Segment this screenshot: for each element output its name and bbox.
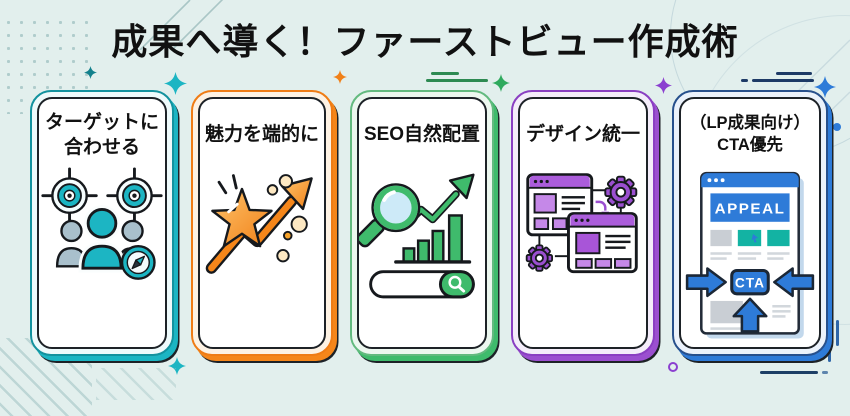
- appeal-banner: [710, 193, 790, 222]
- card-body: 魅力を端的に: [198, 97, 326, 349]
- text-placeholder-lines: [710, 252, 790, 260]
- accent-line-decoration: [822, 371, 828, 374]
- sparkle-icon: [168, 357, 186, 375]
- card-design-unity: デザイン統一: [511, 90, 655, 356]
- card-heading: ターゲットに 合わせる: [45, 107, 159, 163]
- card-heading: デザイン統一: [526, 107, 640, 163]
- card-cta-priority: （LP成果向け） CTA優先 APPEAL: [672, 90, 828, 356]
- card-heading-line: デザイン統一: [525, 124, 640, 146]
- bar-chart: [394, 214, 472, 264]
- gear-icon: [525, 244, 554, 272]
- arrow-right-icon: [685, 267, 727, 298]
- search-icon: [448, 275, 462, 289]
- page-title: 成果へ導く！ファーストビュー作成術: [111, 21, 739, 62]
- card-target-fit: ターゲットに 合わせる: [30, 90, 174, 356]
- search-bar: [369, 270, 475, 299]
- sync-arrow: [595, 200, 607, 211]
- design-windows-gears-icon: [525, 173, 638, 274]
- browser-window-mockup: APPEAL: [700, 171, 800, 335]
- search-button: [438, 270, 475, 299]
- accent-line-decoration: [828, 326, 831, 362]
- compass-icon: [120, 245, 156, 280]
- star-icon: [211, 187, 273, 248]
- card-body: デザイン統一: [518, 97, 648, 349]
- card-heading-line: 魅力を端的に: [204, 124, 319, 146]
- seo-search-chart-icon: [359, 173, 475, 299]
- arrow-up-icon: [732, 297, 768, 333]
- circle-dot-decoration: [833, 123, 841, 131]
- sparkle-icon: [333, 70, 347, 84]
- magnifier-icon: [359, 183, 421, 248]
- accent-line-decoration: [760, 371, 818, 374]
- accent-line-decoration: [836, 320, 839, 346]
- cta-priority-layout-icon: APPEAL: [685, 171, 815, 339]
- card-heading: （LP成果向け） CTA優先: [690, 107, 810, 163]
- accent-line-decoration: [431, 72, 459, 75]
- sparkle-icon: [814, 76, 836, 98]
- card-heading: SEO自然配置: [364, 107, 480, 163]
- sparkle-icon: [84, 66, 97, 79]
- star-growth-arrow-icon: [205, 174, 313, 274]
- card-heading-line: CTA優先: [717, 136, 783, 154]
- card-heading-line: （LP成果向け）: [689, 114, 811, 133]
- cursor-icon: [751, 233, 759, 243]
- card-heading-line: 合わせる: [63, 137, 140, 158]
- card-body: SEO自然配置: [357, 97, 487, 349]
- accent-line-decoration: [776, 72, 812, 75]
- accent-line-decoration: [752, 79, 814, 82]
- emphasis-lines: [217, 174, 238, 195]
- cta-button: [730, 268, 770, 296]
- accent-line-decoration: [426, 79, 488, 82]
- card-body: （LP成果向け） CTA優先 APPEAL: [679, 97, 821, 349]
- cta-button-label: CTA: [735, 276, 765, 291]
- sparkle-icon: [164, 72, 187, 95]
- sparkle-icon: [492, 74, 510, 92]
- card-heading-line: ターゲットに: [44, 111, 159, 133]
- browser-window-front: [567, 212, 638, 274]
- card-heading: 魅力を端的に: [205, 107, 319, 163]
- audience-targeting-icon: [41, 167, 163, 280]
- crosshair-target-icon: [41, 167, 98, 224]
- card-concise-appeal: 魅力を端的に: [191, 90, 333, 356]
- card-heading-line: SEO自然配置: [363, 124, 481, 146]
- diagonal-stripes-decoration: [96, 368, 176, 400]
- appeal-banner-label: APPEAL: [715, 201, 786, 218]
- accent-line-decoration: [741, 79, 748, 82]
- gear-icon: [604, 175, 638, 209]
- sparkle-icon: [655, 77, 672, 94]
- card-seo-placement: SEO自然配置: [350, 90, 494, 356]
- audience-people-icon: [55, 205, 149, 273]
- circle-dot-decoration: [668, 362, 678, 372]
- bubble-circles: [266, 174, 308, 263]
- arrow-left-icon: [773, 267, 815, 298]
- card-body: ターゲットに 合わせる: [37, 97, 167, 349]
- cards-row: ターゲットに 合わせる: [30, 90, 828, 356]
